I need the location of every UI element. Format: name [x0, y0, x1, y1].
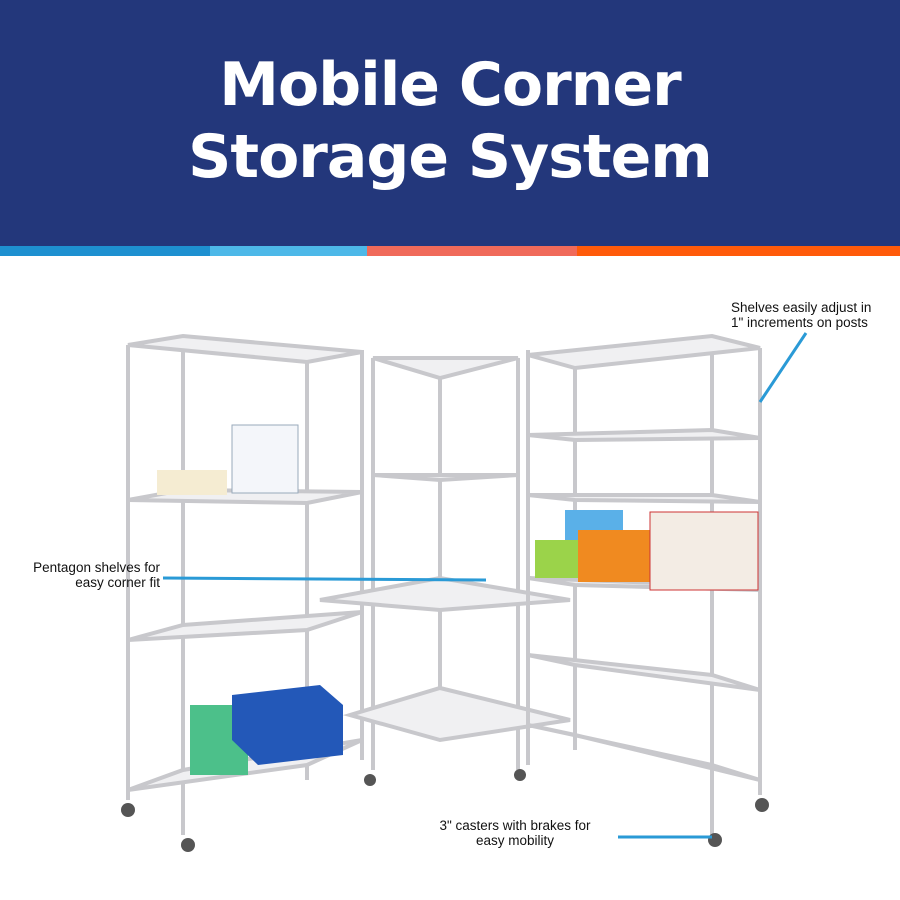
callout-line-pentagon: [162, 576, 487, 582]
callout-text: Pentagon shelves for: [33, 560, 160, 575]
callout-pentagon-shelves: Pentagon shelves for easy corner fit: [10, 560, 160, 590]
page-title: Mobile Corner Storage System: [188, 49, 713, 193]
stripe-segment: [367, 246, 577, 256]
shelving-product-image: [121, 333, 769, 852]
title-line-1: Mobile Corner: [219, 50, 681, 120]
color-stripe: [0, 246, 900, 256]
paper-towels: [157, 424, 299, 495]
stripe-segment: [0, 246, 210, 256]
callout-line-shelves: [758, 332, 808, 403]
callout-text: easy mobility: [475, 833, 555, 848]
snack-boxes: [535, 510, 759, 591]
callout-text: Shelves easily adjust in: [731, 300, 872, 315]
callout-casters: 3" casters with brakes for easy mobility: [420, 818, 610, 848]
title-banner: Mobile Corner Storage System: [0, 0, 900, 246]
callout-text: easy corner fit: [75, 575, 160, 590]
boxes-left: [190, 685, 343, 775]
corner-shelf-unit: [319, 356, 571, 770]
callout-text: 3" casters with brakes for: [439, 818, 591, 833]
title-line-2: Storage System: [188, 122, 713, 192]
callout-text: 1" increments on posts: [731, 315, 868, 330]
casters: [121, 769, 769, 852]
stripe-segment: [210, 246, 367, 256]
stripe-segment: [577, 246, 900, 256]
callout-shelves-adjust: Shelves easily adjust in 1" increments o…: [731, 300, 871, 330]
